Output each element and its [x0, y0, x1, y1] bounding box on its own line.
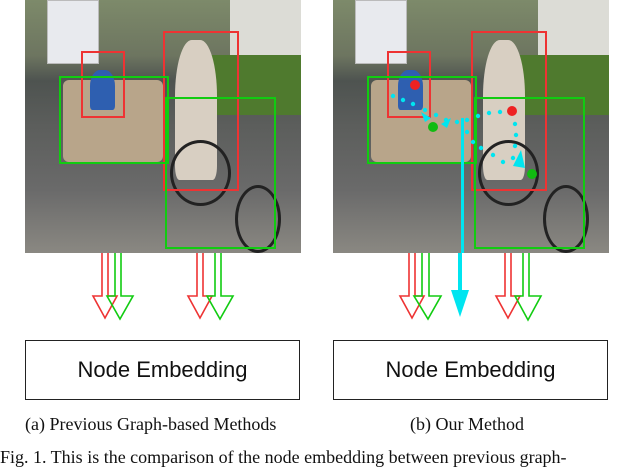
subcaption-a: (a) Previous Graph-based Methods [25, 414, 277, 434]
node-embedding-label: Node Embedding [77, 357, 248, 382]
graph-edges [390, 80, 537, 253]
object-node-2 [527, 169, 537, 179]
bbox-human-2 [163, 31, 239, 191]
human-node-2 [507, 106, 517, 116]
arrows-a [91, 253, 235, 321]
cyan-arrow-head [451, 290, 469, 317]
human-node-1 [410, 80, 420, 90]
arrows-b [398, 253, 543, 322]
node-embedding-box-a: Node Embedding [25, 340, 300, 400]
bbox-human-1 [81, 51, 125, 118]
photo-a [25, 0, 301, 253]
bbox-human-2 [471, 31, 547, 191]
figure-caption: Fig. 1. This is the comparison of the no… [0, 447, 567, 467]
object-node-1 [428, 122, 438, 132]
photo-b [333, 0, 609, 253]
bbox-object-bike [474, 97, 585, 249]
bbox-human-1 [387, 51, 431, 118]
bbox-object-couch [59, 76, 169, 164]
node-embedding-label: Node Embedding [385, 357, 556, 382]
bbox-object-bike [165, 97, 276, 249]
cyan-arrow-shaft [458, 253, 462, 293]
truck [47, 0, 99, 64]
node-embedding-box-b: Node Embedding [333, 340, 608, 400]
bbox-object-couch [367, 76, 477, 164]
subcaption-b: (b) Our Method [410, 414, 524, 434]
